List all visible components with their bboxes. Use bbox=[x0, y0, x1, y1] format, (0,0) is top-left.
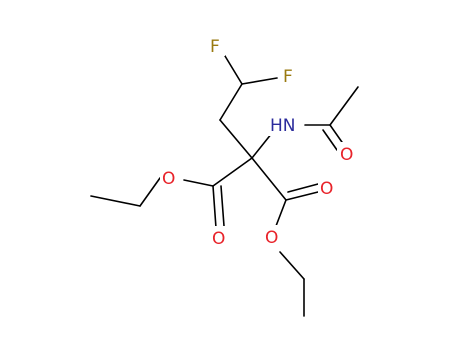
bond-ccarb1-ocarb1 bbox=[212, 185, 217, 229]
label-bg-f1 bbox=[207, 34, 225, 56]
label-bg-o-ester2 bbox=[263, 225, 283, 247]
label-bg-o-carb2 bbox=[318, 176, 338, 198]
label-bg-o-ester1 bbox=[160, 166, 180, 188]
atom-label-f1: F bbox=[210, 37, 220, 57]
bond-c-f1 bbox=[224, 55, 243, 85]
atom-label-nh: HN bbox=[270, 116, 296, 136]
atom-label-f2: F bbox=[283, 67, 293, 87]
bond-oester2-ch2 bbox=[279, 251, 305, 280]
bond-cacetyl-o bbox=[329, 124, 345, 146]
bond-ccarb2-ocarb2-2 bbox=[287, 183, 319, 193]
atom-label-o-ester-right: O bbox=[265, 228, 278, 248]
bond-ch2-cq bbox=[219, 119, 253, 159]
label-bg-o-ketone bbox=[337, 142, 355, 164]
bond-cacetyl-ch3 bbox=[329, 86, 359, 126]
bond-cacetyl-o-2 bbox=[322, 129, 338, 151]
bond-ccarb2-oester2 bbox=[275, 199, 287, 227]
bond-ccarb1-ocarb1-2 bbox=[220, 185, 225, 227]
atom-label-o-acetyl: O bbox=[340, 145, 353, 165]
atom-label-o-ester-left: O bbox=[162, 169, 175, 189]
atom-labels: F F HN O O O O O bbox=[160, 34, 355, 249]
label-bg-n bbox=[266, 114, 304, 136]
bond-ccarb1-oester1 bbox=[183, 179, 214, 187]
label-bg-o-carb1 bbox=[210, 226, 230, 248]
bond-ch2-ch3-left bbox=[90, 195, 141, 207]
atom-label-o-carbonyl-left: O bbox=[212, 229, 225, 249]
bond-cq-ccarb1 bbox=[212, 157, 253, 187]
bond-cq-n bbox=[251, 132, 273, 159]
bond-oester1-ch2 bbox=[139, 177, 161, 207]
bond-ccarb2-ocarb2 bbox=[285, 191, 319, 201]
bond-c-f2 bbox=[241, 77, 278, 85]
bond-cq-ccarb2 bbox=[251, 157, 287, 201]
bonds bbox=[90, 55, 359, 317]
bond-chf2-ch2 bbox=[219, 83, 243, 121]
atom-label-o-carbonyl-right: O bbox=[320, 179, 333, 199]
label-bg-f2 bbox=[280, 64, 298, 86]
